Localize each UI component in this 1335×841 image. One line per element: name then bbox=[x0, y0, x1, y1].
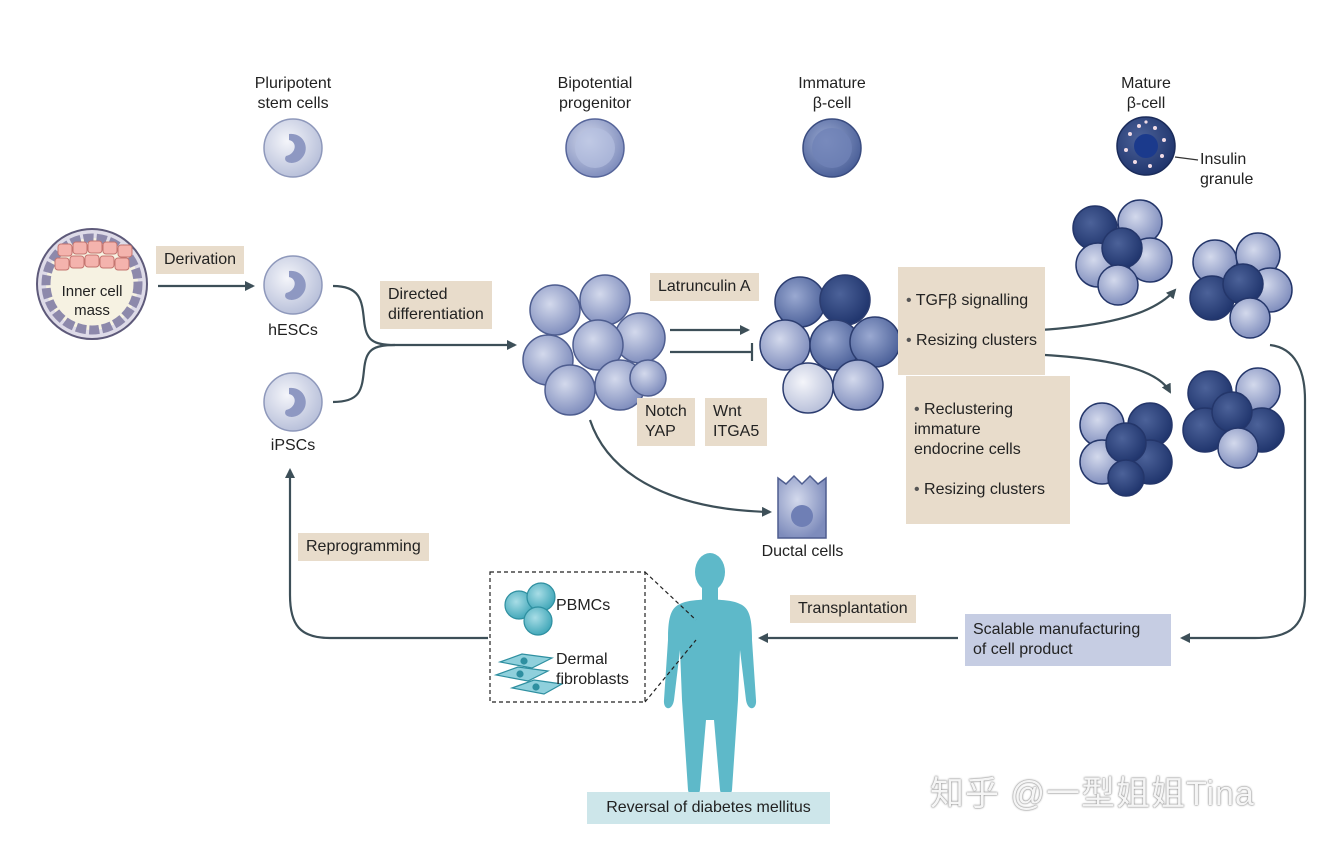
pluripotent-cell-icon bbox=[263, 118, 323, 178]
label-ductal-cells: Ductal cells bbox=[761, 543, 844, 560]
immature-cluster-icon bbox=[759, 274, 901, 414]
box-notch-yap: Notch YAP bbox=[637, 398, 695, 446]
mature-cluster-4-icon bbox=[1079, 402, 1173, 497]
ductal-cell-icon bbox=[777, 474, 827, 539]
source-cells-box bbox=[489, 571, 646, 703]
bullet-resizing-clusters-2: Resizing clusters bbox=[914, 480, 1062, 500]
box-scalable-manufacturing: Scalable manufacturing of cell product bbox=[965, 614, 1171, 666]
callout-line-top bbox=[644, 571, 697, 621]
watermark: 知乎 @一型姐姐Tina bbox=[930, 775, 1255, 813]
inner-cell-mass-icon bbox=[36, 228, 148, 340]
box-derivation: Derivation bbox=[156, 246, 245, 274]
box-reclustering: Reclustering immature endocrine cells Re… bbox=[906, 376, 1070, 524]
box-reprogramming: Reprogramming bbox=[298, 533, 429, 561]
label-mature-beta-cell: Mature β-cell bbox=[1121, 75, 1171, 112]
label-bipotential-progenitor: Bipotential progenitor bbox=[557, 75, 633, 112]
box-latrunculin-a: Latrunculin A bbox=[650, 273, 759, 301]
human-silhouette-icon bbox=[663, 553, 757, 798]
label-ipscs: iPSCs bbox=[270, 437, 316, 454]
pbmc-icon bbox=[504, 582, 556, 636]
label-immature-beta-cell: Immature β-cell bbox=[798, 75, 866, 112]
label-insulin-granule: Insulin granule bbox=[1200, 151, 1254, 188]
progenitor-cluster-icon bbox=[522, 274, 667, 416]
box-tgfb-signalling: TGFβ signalling Resizing clusters bbox=[898, 267, 1045, 375]
arrows bbox=[158, 281, 1307, 643]
box-wnt-itga5: Wnt ITGA5 bbox=[705, 398, 768, 446]
ipsc-cell-icon bbox=[263, 372, 323, 432]
label-hescs: hESCs bbox=[268, 322, 318, 339]
label-pluripotent-stem-cells: Pluripotent stem cells bbox=[254, 75, 332, 112]
immature-cell-icon bbox=[802, 118, 862, 178]
mature-cluster-2-icon bbox=[1189, 232, 1293, 339]
bullet-resizing-clusters-1: Resizing clusters bbox=[906, 331, 1037, 351]
bullet-reclustering: Reclustering immature endocrine cells bbox=[914, 400, 1062, 460]
label-dermal-fibroblasts: Dermal fibroblasts bbox=[556, 651, 629, 688]
label-inner-cell-mass: Inner cell mass bbox=[61, 283, 123, 319]
insulin-granule-pointer bbox=[1174, 156, 1199, 161]
bipotential-cell-icon bbox=[565, 118, 625, 178]
box-reversal-of-diabetes: Reversal of diabetes mellitus bbox=[587, 792, 830, 824]
bullet-tgfb-signalling: TGFβ signalling bbox=[906, 291, 1037, 311]
hesc-cell-icon bbox=[263, 255, 323, 315]
box-transplantation: Transplantation bbox=[790, 595, 916, 623]
mature-cluster-1-icon bbox=[1072, 199, 1173, 306]
label-pbmcs: PBMCs bbox=[556, 597, 611, 614]
mature-cluster-3-icon bbox=[1182, 367, 1285, 469]
callout-line-bottom bbox=[644, 639, 697, 703]
fibroblast-icon bbox=[493, 653, 564, 695]
mature-cell-icon bbox=[1116, 116, 1176, 176]
box-directed-differentiation: Directed differentiation bbox=[380, 281, 492, 329]
